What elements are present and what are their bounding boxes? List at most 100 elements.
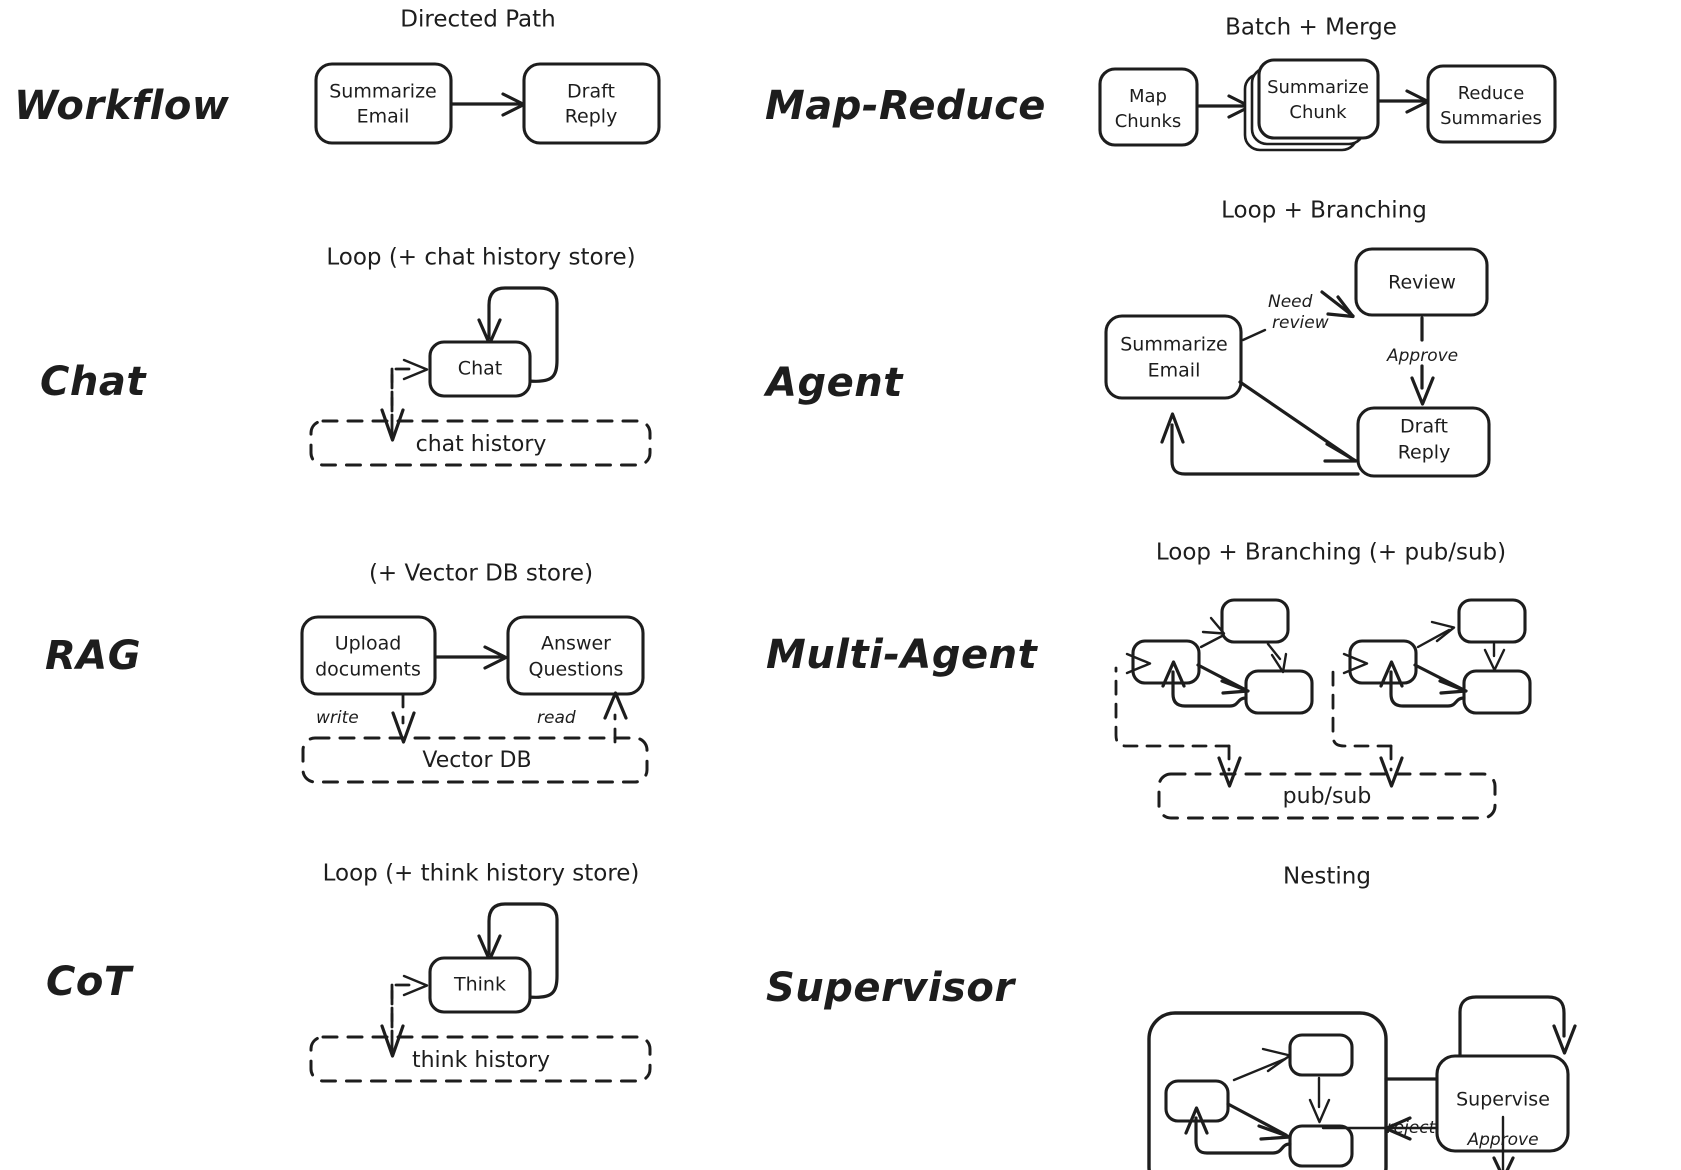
node-think[interactable]: Think — [428, 956, 532, 1014]
node-label-line2: Reply — [565, 106, 618, 128]
store-think-history[interactable]: think history — [309, 1035, 652, 1083]
row-agent: Agent Loop + Branching Summarize Email N… — [763, 198, 1491, 478]
node-label-line2: Chunk — [1289, 102, 1347, 123]
node-label: Supervise — [1456, 1089, 1550, 1111]
node-label-line1: Draft — [1400, 416, 1448, 438]
edge-b-pubsub-in — [1331, 652, 1404, 788]
caption-vector-db-store: (+ Vector DB store) — [369, 561, 593, 587]
edge-chat-history-read — [390, 358, 429, 436]
node-agent-draft-reply[interactable]: Draft Reply — [1356, 406, 1491, 478]
row-label-agent: Agent — [763, 360, 904, 406]
edge-a-right-loopback — [1161, 660, 1248, 708]
node-label-line1: Summarize — [1120, 334, 1228, 356]
store-vector-db[interactable]: Vector DB — [301, 736, 649, 784]
edge-nested-left-to-bottom — [1226, 1102, 1292, 1141]
approve-label: Approve — [1466, 1130, 1538, 1150]
edge-draft-loopback — [1160, 412, 1360, 476]
node-summarize-email[interactable]: Summarize Email — [314, 62, 453, 145]
row-label-chat: Chat — [40, 359, 147, 405]
edge-write-to-vector-db: write — [316, 692, 416, 744]
edge-nested-top-to-bottom — [1308, 1076, 1331, 1124]
node-agent-b-left[interactable] — [1348, 639, 1418, 685]
caption-chat-loop: Loop (+ chat history store) — [326, 245, 635, 271]
node-label-line2: Reply — [1398, 442, 1451, 464]
edge-summarize-to-draft — [450, 92, 526, 117]
node-agent-a-right[interactable] — [1244, 669, 1314, 715]
node-answer-questions[interactable]: Answer Questions — [506, 615, 645, 696]
row-multi-agent: Multi-Agent Loop + Branching (+ pub/sub) — [766, 540, 1532, 820]
edge-think-history-read — [390, 974, 429, 1052]
row-cot: CoT Loop (+ think history store) Think t… — [46, 861, 652, 1083]
caption-nesting: Nesting — [1283, 864, 1371, 890]
node-reduce-summaries[interactable]: Reduce Summaries — [1426, 64, 1557, 144]
edge-b-left-to-top — [1416, 620, 1456, 649]
edge-a-left-to-top — [1199, 616, 1226, 649]
edge-approve: Approve — [1386, 316, 1458, 406]
edge-label-need-review-line2: review — [1272, 313, 1329, 333]
edge-map-to-summarize — [1197, 94, 1252, 119]
edge-a-top-to-right — [1266, 642, 1288, 674]
node-label-line1: Answer — [541, 633, 611, 655]
row-label-supervisor: Supervisor — [766, 965, 1016, 1011]
node-nested-bottom[interactable] — [1288, 1124, 1354, 1168]
node-label-line2: documents — [315, 659, 421, 681]
node-label-line2: Questions — [529, 659, 624, 681]
row-rag: RAG (+ Vector DB store) Upload documents… — [45, 561, 649, 784]
node-label-line1: Draft — [567, 81, 615, 103]
edge-label-need-review-line1: Need — [1268, 292, 1313, 312]
store-label: think history — [412, 1048, 550, 1073]
node-label-line1: Upload — [335, 633, 402, 655]
row-chat: Chat Loop (+ chat history store) Chat ch… — [40, 245, 652, 467]
edge-summarize-to-reduce — [1377, 89, 1430, 114]
edge-b-left-to-right — [1413, 663, 1468, 695]
caption-cot-loop: Loop (+ think history store) — [323, 861, 640, 887]
node-supervise[interactable]: Supervise — [1435, 1054, 1570, 1153]
node-label-line1: Reduce — [1458, 83, 1525, 104]
edge-nested-bottom-loopback — [1184, 1106, 1292, 1155]
store-chat-history[interactable]: chat history — [309, 419, 652, 467]
edge-read-from-vector-db: read — [537, 691, 628, 744]
nested-agent-group[interactable] — [1147, 1011, 1388, 1170]
node-upload-documents[interactable]: Upload documents — [300, 615, 437, 696]
node-agent-b-right[interactable] — [1462, 669, 1532, 715]
caption-loop-branching: Loop + Branching — [1221, 198, 1427, 224]
node-label-line2: Summaries — [1440, 108, 1542, 129]
store-pub-sub[interactable]: pub/sub — [1157, 772, 1497, 820]
edge-summarize-to-draft — [1238, 380, 1358, 463]
store-label: pub/sub — [1283, 784, 1372, 809]
store-label: chat history — [416, 432, 547, 457]
caption-directed-path: Directed Path — [400, 7, 555, 33]
row-map-reduce: Map-Reduce Batch + Merge Map Chunks Summ… — [765, 15, 1557, 152]
edge-reject: reject — [1321, 1116, 1439, 1141]
node-label-line1: Summarize — [329, 81, 437, 103]
node-draft-reply[interactable]: Draft Reply — [522, 62, 661, 145]
agent-cluster-b — [1331, 598, 1532, 788]
node-label: Chat — [458, 358, 502, 380]
edge-b-top-to-right — [1483, 642, 1506, 672]
node-summarize-chunk-stack[interactable]: Summarize Chunk — [1243, 58, 1380, 152]
edge-label-reject: reject — [1387, 1118, 1437, 1138]
row-label-cot: CoT — [46, 959, 134, 1005]
node-agent-summarize-email[interactable]: Summarize Email — [1104, 314, 1243, 400]
node-chat[interactable]: Chat — [428, 340, 532, 398]
node-label-line1: Summarize — [1267, 77, 1369, 98]
node-nested-left[interactable] — [1164, 1079, 1230, 1123]
node-label-line2: Chunks — [1115, 111, 1182, 132]
node-agent-a-top[interactable] — [1220, 598, 1290, 644]
node-map-chunks[interactable]: Map Chunks — [1098, 67, 1199, 147]
row-label-multi-agent: Multi-Agent — [766, 632, 1039, 678]
row-label-map-reduce: Map-Reduce — [765, 83, 1046, 129]
edge-nested-left-to-top — [1232, 1047, 1292, 1082]
caption-batch-merge: Batch + Merge — [1225, 15, 1397, 41]
row-supervisor: Supervisor Nesting — [766, 864, 1577, 1170]
edge-upload-to-answer — [435, 645, 508, 670]
node-agent-b-top[interactable] — [1457, 598, 1527, 644]
node-label-line1: Map — [1129, 86, 1167, 107]
edge-label-write: write — [316, 708, 359, 728]
node-review[interactable]: Review — [1354, 247, 1489, 317]
edge-label-read: read — [537, 708, 576, 728]
caption-loop-branching-pubsub: Loop + Branching (+ pub/sub) — [1156, 540, 1506, 566]
node-nested-top[interactable] — [1288, 1033, 1354, 1077]
